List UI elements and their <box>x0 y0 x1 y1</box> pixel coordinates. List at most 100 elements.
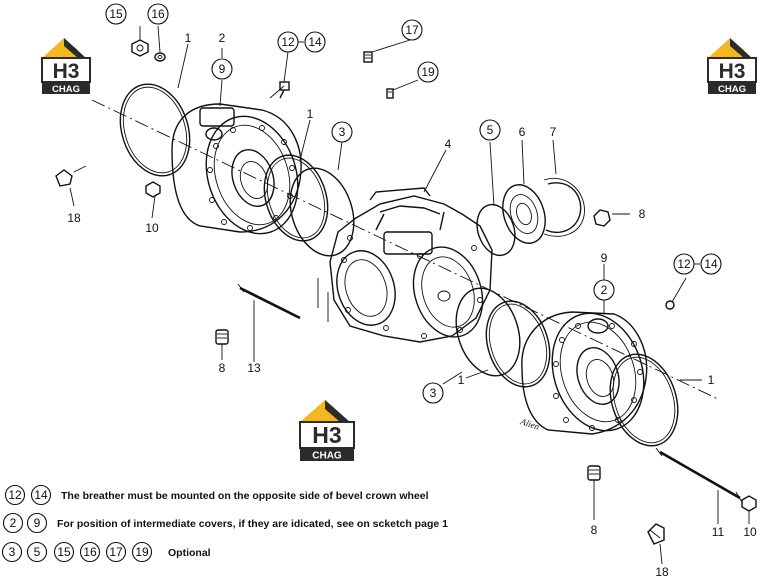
label-13: 13 <box>247 361 261 375</box>
o-ring-1-middle-right-inner <box>488 303 548 385</box>
callout-12-left: 12 <box>277 31 299 53</box>
brand-logo-right: H3 CHAG <box>707 38 757 95</box>
svg-text:For position of intermediate c: For position of intermediate covers, if … <box>57 518 448 530</box>
callout-14-left: 14 <box>304 31 326 53</box>
svg-text:H3: H3 <box>719 60 746 83</box>
o-ring-1-middle-right <box>485 300 551 388</box>
svg-text:15: 15 <box>109 7 123 21</box>
svg-text:3: 3 <box>339 125 346 139</box>
tie-bolt-11 <box>655 447 743 503</box>
callout-16: 16 <box>147 3 169 25</box>
svg-text:H3: H3 <box>312 422 341 448</box>
svg-text:15: 15 <box>57 545 71 559</box>
snap-ring-7 <box>545 182 582 233</box>
o-ring-left-outer-inner <box>122 86 188 174</box>
svg-text:12: 12 <box>8 488 22 502</box>
leader-lines <box>69 25 750 565</box>
artist-signature: Alien <box>518 416 541 432</box>
ring-6-hub <box>516 202 532 226</box>
plug-17 <box>363 51 373 63</box>
callout-12-right: 12 <box>673 253 695 275</box>
callout-14-right: 14 <box>700 253 722 275</box>
svg-text:CHAG: CHAG <box>312 451 342 462</box>
o-ring-3-middle-left <box>289 167 355 257</box>
svg-text:5: 5 <box>487 123 494 137</box>
svg-text:16: 16 <box>151 7 165 21</box>
callout-3-top: 3 <box>331 121 353 143</box>
svg-text:14: 14 <box>34 488 48 502</box>
plug-8-bottom-left <box>215 329 229 345</box>
callout-5: 5 <box>479 119 501 141</box>
svg-text:19: 19 <box>421 65 435 79</box>
legend-note-covers: 2 9 For position of intermediate covers,… <box>2 512 448 534</box>
svg-text:9: 9 <box>219 62 226 76</box>
ring-6-outer <box>502 184 546 244</box>
o-ring-right-outer-inner <box>612 356 676 444</box>
o-ring-right-outer <box>609 353 679 447</box>
label-18-bottom: 18 <box>655 565 669 579</box>
callout-2-right: 2 <box>593 279 615 301</box>
svg-text:3: 3 <box>430 386 437 400</box>
plug-18-bottom <box>647 523 665 545</box>
callout-3-bottom: 3 <box>422 382 444 404</box>
right-cover-housing <box>521 311 648 435</box>
label-7: 7 <box>550 125 557 139</box>
callout-19: 19 <box>417 61 439 83</box>
svg-text:14: 14 <box>308 35 322 49</box>
o-ring-5 <box>476 203 516 257</box>
plug-18-top <box>55 165 87 187</box>
o-ring-1-middle-left <box>263 154 329 242</box>
svg-text:5: 5 <box>34 545 41 559</box>
label-8-left: 8 <box>219 361 226 375</box>
plug-19 <box>386 88 394 99</box>
plug-8-bottom-right <box>587 465 601 481</box>
nut-10-right <box>741 495 757 512</box>
label-8-right: 8 <box>639 207 646 221</box>
svg-text:16: 16 <box>83 545 97 559</box>
callout-15: 15 <box>105 3 127 25</box>
svg-text:12: 12 <box>677 257 691 271</box>
breather-12-top <box>269 81 290 99</box>
svg-text:19: 19 <box>135 545 149 559</box>
legend-note-breather: 12 14 The breather must be mounted on th… <box>4 484 429 506</box>
callout-9-left: 9 <box>211 58 233 80</box>
tie-bolt-13 <box>237 283 301 320</box>
o-ring-1-middle-left-inner <box>266 157 326 239</box>
label-1-center-left: 1 <box>307 107 314 121</box>
label-8-bottom: 8 <box>591 523 598 537</box>
label-4: 4 <box>445 137 452 151</box>
breather-12-right <box>665 300 675 310</box>
svg-text:9: 9 <box>34 516 41 530</box>
label-1-right: 1 <box>708 373 715 387</box>
callout-17: 17 <box>401 19 423 41</box>
label-1-top-left: 1 <box>185 31 192 45</box>
legend-note-optional: 3 5 15 16 17 19 Optional <box>1 541 211 563</box>
svg-text:The breather must be mounted o: The breather must be mounted on the oppo… <box>61 490 429 502</box>
label-11: 11 <box>712 525 725 539</box>
washer-16 <box>154 52 166 62</box>
plug-8-right <box>593 209 611 227</box>
central-axle-housing <box>329 187 493 343</box>
brand-logo-center: H3 CHAG <box>299 400 355 462</box>
label-10-right: 10 <box>743 525 757 539</box>
svg-text:17: 17 <box>405 23 419 37</box>
svg-text:17: 17 <box>109 545 123 559</box>
svg-text:2: 2 <box>601 283 608 297</box>
svg-text:CHAG: CHAG <box>52 84 80 95</box>
label-6: 6 <box>519 125 526 139</box>
ring-6-inner <box>509 194 539 234</box>
o-ring-left-outer <box>119 83 191 177</box>
label-18-top: 18 <box>67 211 81 225</box>
svg-text:Optional: Optional <box>168 547 211 559</box>
nut-15 <box>131 39 149 57</box>
nut-10-left <box>145 181 161 198</box>
svg-text:14: 14 <box>704 257 718 271</box>
brand-logo-left: H3 CHAG <box>41 38 91 95</box>
svg-text:CHAG: CHAG <box>718 84 746 95</box>
label-9-right: 9 <box>601 251 608 265</box>
svg-text:12: 12 <box>281 35 295 49</box>
svg-text:3: 3 <box>9 545 16 559</box>
centre-lines <box>91 99 721 401</box>
label-2-top-left: 2 <box>219 31 226 45</box>
